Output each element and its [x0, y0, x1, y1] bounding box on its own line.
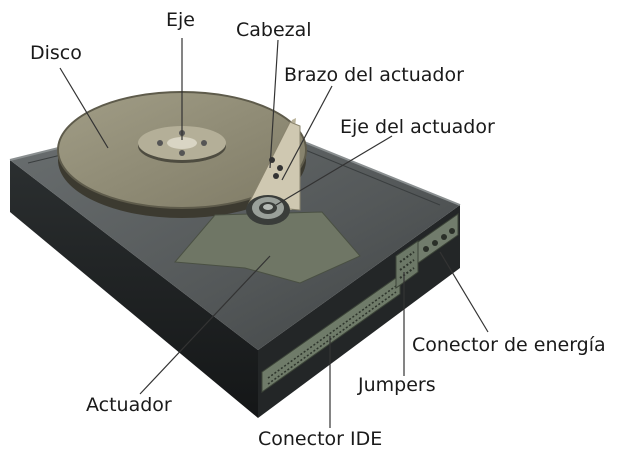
leader-cabezal: [269, 39, 279, 169]
label-conector-ide: Conector IDE: [258, 428, 383, 450]
actuator-pivot: [246, 195, 290, 225]
leader-conector-energia: [439, 251, 489, 333]
leader-lines: [59, 38, 489, 428]
jumpers-block: [395, 240, 419, 289]
label-actuador: Actuador: [86, 394, 172, 416]
label-brazo-del-actuador: Brazo del actuador: [284, 64, 464, 86]
ide-connector: [261, 274, 401, 393]
label-eje-del-actuador: Eje del actuador: [340, 116, 495, 138]
actuator-block: [173, 211, 361, 284]
leader-disco: [59, 67, 109, 149]
label-disco: Disco: [30, 42, 82, 64]
label-eje: Eje: [166, 9, 195, 31]
leader-brazo: [281, 85, 333, 181]
leader-eje-actuador: [275, 135, 393, 206]
case-left-side: [10, 160, 258, 418]
power-connector: [417, 213, 459, 264]
spindle-hub: [138, 126, 226, 163]
label-conector-de-energia: Conector de energía: [412, 334, 606, 356]
label-jumpers: Jumpers: [358, 374, 436, 396]
leader-actuador: [139, 255, 271, 395]
label-cabezal: Cabezal: [236, 19, 312, 41]
